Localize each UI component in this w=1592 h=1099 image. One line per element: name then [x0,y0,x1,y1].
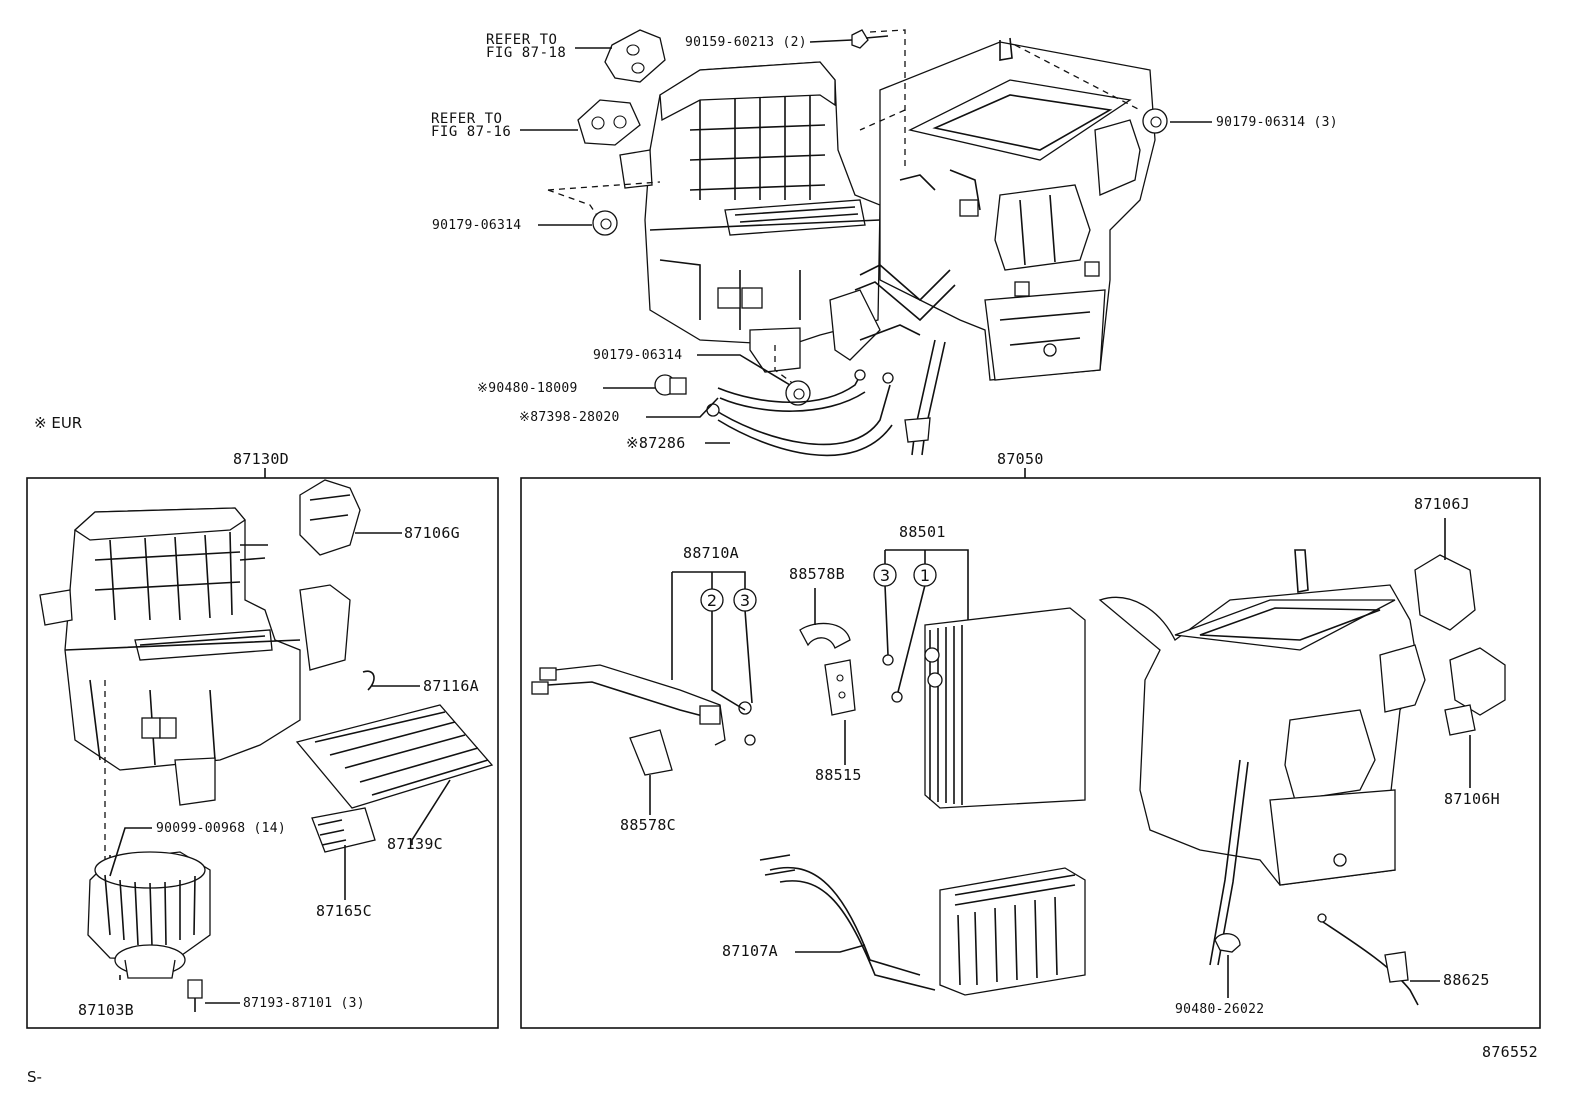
right-box-parts [531,549,1506,1006]
figure-code: 876552 [1482,1043,1538,1061]
part-90480-18009-label[interactable]: ※90480-18009 [477,381,578,396]
part-90159-60213-label[interactable]: 90159-60213 (2) [685,35,807,50]
part-90179-06314-3-label[interactable]: 90179-06314 (3) [1216,115,1338,130]
top-small-parts [577,29,1168,457]
part-87106h-label[interactable]: 87106H [1444,790,1500,808]
part-87398-28020-label[interactable]: ※87398-28020 [519,410,620,425]
heater-unit-assembly-illustration [547,29,1156,456]
part-88578c-label[interactable]: 88578C [620,816,676,834]
blower-assembly-box [26,477,499,1029]
part-87286-label[interactable]: ※87286 [626,434,686,452]
part-88515-label[interactable]: 88515 [815,766,862,784]
top-leader-lines [520,39,1212,444]
callout-3b-text: 3 [880,566,890,585]
callout-3b-circle [873,563,897,587]
part-87106j-label[interactable]: 87106J [1414,495,1470,513]
blower-case-illustration [39,507,351,860]
callout-3-text: 3 [740,591,750,610]
part-87103b-label[interactable]: 87103B [78,1001,134,1019]
part-87139c-label[interactable]: 87139C [387,835,443,853]
callout-2-circle [700,588,724,612]
refer-fig-87-18-label[interactable]: REFER TO FIG 87-18 [486,32,567,61]
part-87116a-label[interactable]: 87116A [423,677,479,695]
callout-3-circle [733,588,757,612]
part-90480-26022-label[interactable]: 90480-26022 [1175,1002,1265,1017]
heater-core-assembly-box [520,477,1541,1029]
page-marker: S- [27,1068,42,1086]
assembly-87050-title[interactable]: 87050 [997,450,1044,468]
part-90099-00968-label[interactable]: 90099-00968 (14) [156,821,287,836]
part-90179-06314-label[interactable]: 90179-06314 [432,218,522,233]
part-87107a-label[interactable]: 87107A [722,942,778,960]
part-88501-label[interactable]: 88501 [899,523,946,541]
callout-1-text: 1 [920,566,930,585]
left-box-leader-lines [109,532,451,1004]
callout-1-circle [913,563,937,587]
left-box-parts [87,479,494,1012]
part-88710a-label[interactable]: 88710A [683,544,739,562]
refer-fig-87-16-label[interactable]: REFER TO FIG 87-16 [431,111,512,140]
part-87165c-label[interactable]: 87165C [316,902,372,920]
part-87193-87101-label[interactable]: 87193-87101 (3) [243,996,365,1011]
part-88578b-label[interactable]: 88578B [789,565,845,583]
right-box-leader-lines [649,518,1471,998]
part-90179-06314-lower-label[interactable]: 90179-06314 [593,348,683,363]
assembly-87130d-title[interactable]: 87130D [233,450,289,468]
part-88625-label[interactable]: 88625 [1443,971,1490,989]
part-87106g-label[interactable]: 87106G [404,524,460,542]
eur-footnote: ※ EUR [34,414,83,432]
circled-callouts: 2 3 3 1 [700,563,937,612]
callout-2-text: 2 [707,591,717,610]
